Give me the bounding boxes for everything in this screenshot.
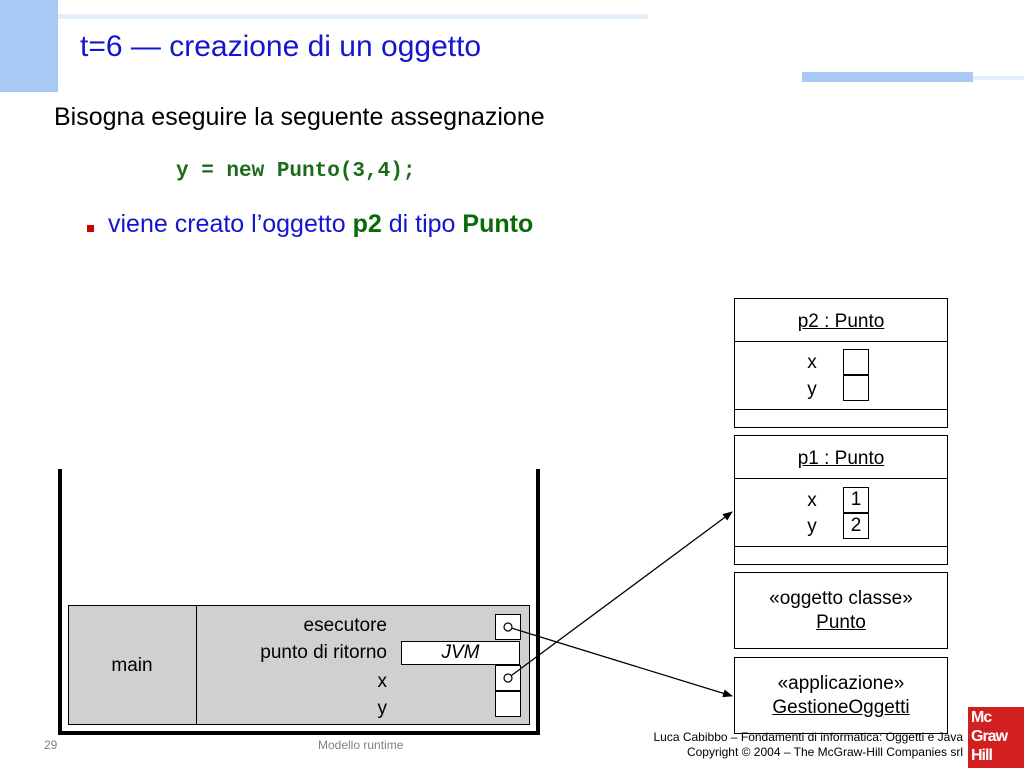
header-accent-line-right [973, 76, 1024, 80]
frame-label-y: y [377, 698, 388, 719]
bullet-prefix: viene creato l’oggetto [108, 210, 353, 238]
object-p2-field-y: y [807, 379, 817, 400]
bullet-marker [87, 225, 94, 232]
object-p2-value-x [843, 349, 869, 375]
object-p1-divider [735, 478, 947, 479]
mcgraw-hill-logo: Mc Graw Hill [968, 707, 1024, 768]
application-stereotype: «applicazione» [777, 673, 905, 694]
object-p1-header: p1 : Punto [797, 448, 885, 469]
application-name: GestioneOggetti [772, 697, 910, 718]
object-p2: p2 : Punto x y [734, 298, 948, 428]
page-number: 29 [44, 738, 58, 752]
frame-method-name: main [111, 655, 153, 676]
object-p1: p1 : Punto x 1 y 2 [734, 435, 948, 565]
frame-label-executor: esecutore [303, 615, 387, 636]
object-p2-header: p2 : Punto [797, 311, 885, 332]
logo-line-2: Graw [971, 728, 1008, 745]
activation-frame-divider [196, 605, 197, 725]
reference-dot-executor [503, 622, 513, 632]
arrow-executor-to-application [507, 626, 733, 698]
header-accent-bar [0, 0, 58, 92]
bullet-text: viene creato l’oggetto p2 di tipo Punto [108, 210, 533, 239]
stack-bottom-wall [58, 731, 540, 735]
header-accent-bar-right [802, 72, 973, 82]
frame-slot-y [495, 691, 521, 717]
footer-credit: Luca Cabibbo – Fondamenti di informatica… [560, 730, 963, 760]
activation-frame [68, 605, 530, 725]
object-p2-value-y [843, 375, 869, 401]
footer-section: Modello runtime [318, 738, 404, 752]
footer-credit-line1: Luca Cabibbo – Fondamenti di informatica… [653, 730, 963, 744]
object-p1-value-x: 1 [843, 487, 869, 513]
logo-line-3: Hill [971, 747, 993, 764]
stack-right-wall [536, 469, 540, 735]
frame-return-value: JVM [401, 641, 520, 665]
frame-label-return-point: punto di ritorno [260, 642, 387, 663]
bullet-type: Punto [462, 210, 534, 238]
object-p2-field-x: x [807, 352, 817, 373]
stack-left-wall [58, 469, 62, 735]
bullet-object: p2 [352, 210, 382, 238]
reference-dot-x [503, 673, 513, 683]
bullet-middle: di tipo [381, 210, 463, 238]
header-accent-line [58, 14, 648, 19]
class-object-name: Punto [816, 612, 866, 633]
object-p1-divider-bottom [735, 546, 947, 547]
object-p1-value-y: 2 [843, 513, 869, 539]
frame-label-x: x [377, 671, 388, 692]
class-object-stereotype: «oggetto classe» [769, 588, 913, 609]
object-p1-field-y: y [807, 516, 817, 537]
footer-credit-line2: Copyright © 2004 – The McGraw-Hill Compa… [686, 745, 963, 759]
object-p2-divider [735, 341, 947, 342]
object-p1-field-x: x [807, 490, 817, 511]
object-p2-divider-bottom [735, 409, 947, 410]
slide-title: t=6 — creazione di un oggetto [80, 30, 482, 63]
arrow-x-to-p1 [507, 511, 733, 679]
application-object: «applicazione» GestioneOggetti [734, 657, 948, 734]
intro-text: Bisogna eseguire la seguente assegnazion… [54, 103, 545, 131]
code-statement: y = new Punto(3,4); [176, 160, 416, 183]
logo-line-1: Mc [971, 709, 992, 726]
class-object-punto: «oggetto classe» Punto [734, 572, 948, 649]
